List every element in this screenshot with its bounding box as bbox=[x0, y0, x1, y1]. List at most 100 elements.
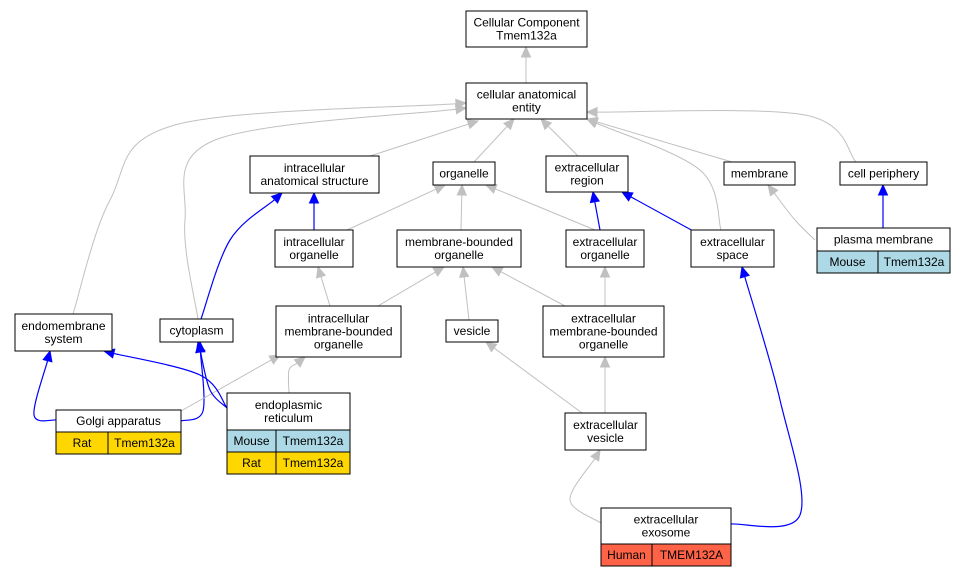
edge-arrowhead bbox=[456, 183, 468, 196]
node-box bbox=[159, 318, 234, 343]
edge-line bbox=[377, 271, 436, 307]
edge-cellper-to-cae bbox=[585, 106, 857, 163]
edge-line bbox=[473, 125, 508, 163]
node-label: organelle bbox=[579, 338, 629, 352]
node-label: organelle bbox=[289, 248, 339, 262]
node-cyto[interactable]: cytoplasm bbox=[159, 318, 234, 343]
node-label: extracellular bbox=[634, 513, 699, 527]
edge-arrowhead bbox=[42, 349, 53, 363]
node-label: entity bbox=[512, 101, 541, 115]
node-label: extracellular bbox=[555, 161, 620, 175]
node-vesicle[interactable]: vesicle bbox=[445, 319, 499, 343]
node-label: endomembrane bbox=[21, 319, 105, 333]
node-label: Tmem132a bbox=[496, 29, 557, 43]
node-box bbox=[14, 313, 113, 352]
edge-line bbox=[346, 188, 437, 231]
edge-arrowhead bbox=[490, 266, 504, 277]
node-box bbox=[690, 229, 775, 268]
edge-organelle-to-cae bbox=[473, 118, 515, 163]
edge-plasma-to-membrane bbox=[767, 184, 816, 241]
edge-arrowhead bbox=[458, 265, 470, 278]
edge-line bbox=[495, 188, 596, 231]
node-label: extracellular bbox=[573, 235, 638, 249]
edge-line bbox=[183, 108, 457, 320]
edge-arrowhead bbox=[484, 184, 498, 194]
node-label: anatomical structure bbox=[260, 174, 368, 188]
edge-line bbox=[287, 362, 298, 394]
edge-line bbox=[320, 276, 331, 307]
edge-line bbox=[596, 110, 857, 163]
node-membrane[interactable]: membrane bbox=[723, 161, 796, 186]
node-label: Golgi apparatus bbox=[76, 414, 161, 428]
edge-ecves-to-vesicle bbox=[485, 341, 583, 414]
edge-line bbox=[493, 347, 583, 414]
node-label: intracellular bbox=[308, 312, 369, 326]
edge-ecves-to-embo bbox=[599, 355, 611, 413]
node-box bbox=[445, 319, 499, 343]
edge-line bbox=[199, 351, 228, 409]
node-label: organelle bbox=[434, 248, 484, 262]
edge-ecspace-to-ecr bbox=[620, 191, 696, 233]
gene-label: Tmem132a bbox=[114, 436, 175, 450]
edge-line bbox=[630, 196, 696, 233]
edge-intorg-to-ias bbox=[308, 191, 320, 230]
node-cellper[interactable]: cell periphery bbox=[839, 161, 928, 186]
node-organelle[interactable]: organelle bbox=[432, 161, 496, 186]
edge-line bbox=[180, 351, 205, 422]
edge-cyto-to-cae bbox=[183, 104, 468, 320]
edge-line bbox=[200, 199, 275, 320]
edge-arrowhead bbox=[877, 183, 889, 196]
edge-embo-to-ecorg bbox=[599, 265, 611, 306]
edge-ecr-to-cae bbox=[540, 118, 579, 157]
edge-arrowhead bbox=[767, 184, 779, 197]
node-box bbox=[600, 507, 732, 545]
edge-line bbox=[595, 122, 722, 231]
edge-exo-to-ecspace bbox=[730, 265, 803, 528]
node-label: organelle bbox=[580, 248, 630, 262]
gene-label: Tmem132a bbox=[884, 255, 945, 269]
node-label: cellular anatomical bbox=[477, 88, 576, 102]
edge-arrowhead bbox=[585, 118, 599, 129]
node-label: endoplasmic bbox=[255, 398, 322, 412]
node-box bbox=[465, 82, 588, 120]
edge-arrowhead bbox=[308, 191, 320, 204]
edge-ecorg-to-ecr bbox=[589, 190, 601, 231]
edge-golgi-to-endo bbox=[33, 349, 57, 422]
edge-line bbox=[547, 125, 579, 157]
node-label: cytoplasm bbox=[169, 324, 223, 338]
node-label: organelle bbox=[439, 167, 489, 181]
edge-cyto-to-ias bbox=[200, 192, 283, 320]
edge-arrowhead bbox=[270, 192, 283, 204]
node-box bbox=[542, 305, 665, 358]
gene-label: TMEM132A bbox=[660, 548, 723, 562]
edge-arrowhead bbox=[455, 98, 468, 110]
edge-arrowhead bbox=[590, 448, 601, 462]
node-label: cell periphery bbox=[848, 167, 919, 181]
edge-arrowhead bbox=[432, 266, 446, 277]
edge-arrowhead bbox=[433, 184, 447, 195]
edge-line bbox=[460, 194, 463, 231]
node-box bbox=[565, 229, 645, 268]
edge-arrowhead bbox=[485, 341, 498, 353]
edge-embo-to-mbo bbox=[490, 266, 566, 307]
